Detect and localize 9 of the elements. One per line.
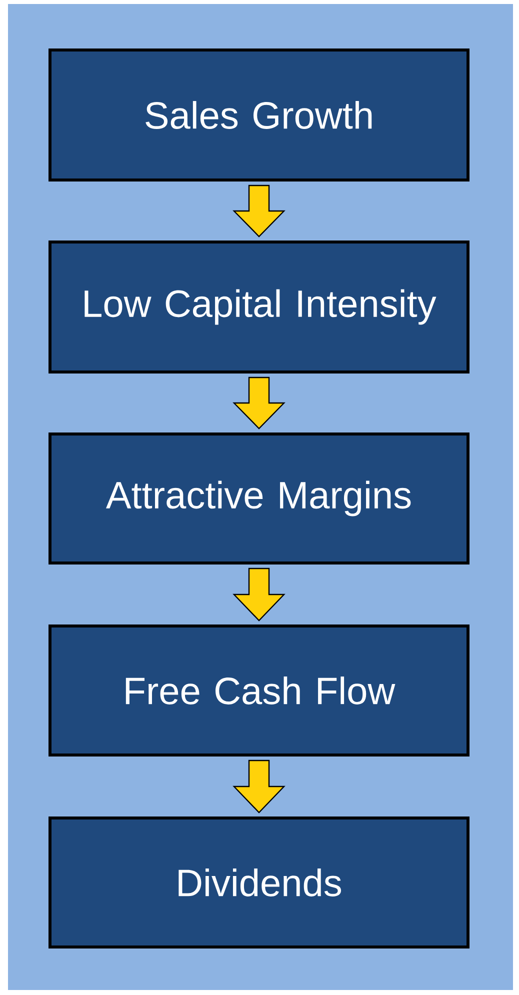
arrow	[232, 568, 286, 622]
process-box: Sales Growth	[48, 48, 470, 182]
arrow	[232, 184, 286, 238]
process-box: Dividends	[48, 816, 470, 948]
process-box: Low Capital Intensity	[48, 240, 470, 374]
arrow	[232, 760, 286, 814]
process-box: Attractive Margins	[48, 432, 470, 564]
process-box: Free Cash Flow	[48, 624, 470, 756]
arrow	[232, 376, 286, 430]
